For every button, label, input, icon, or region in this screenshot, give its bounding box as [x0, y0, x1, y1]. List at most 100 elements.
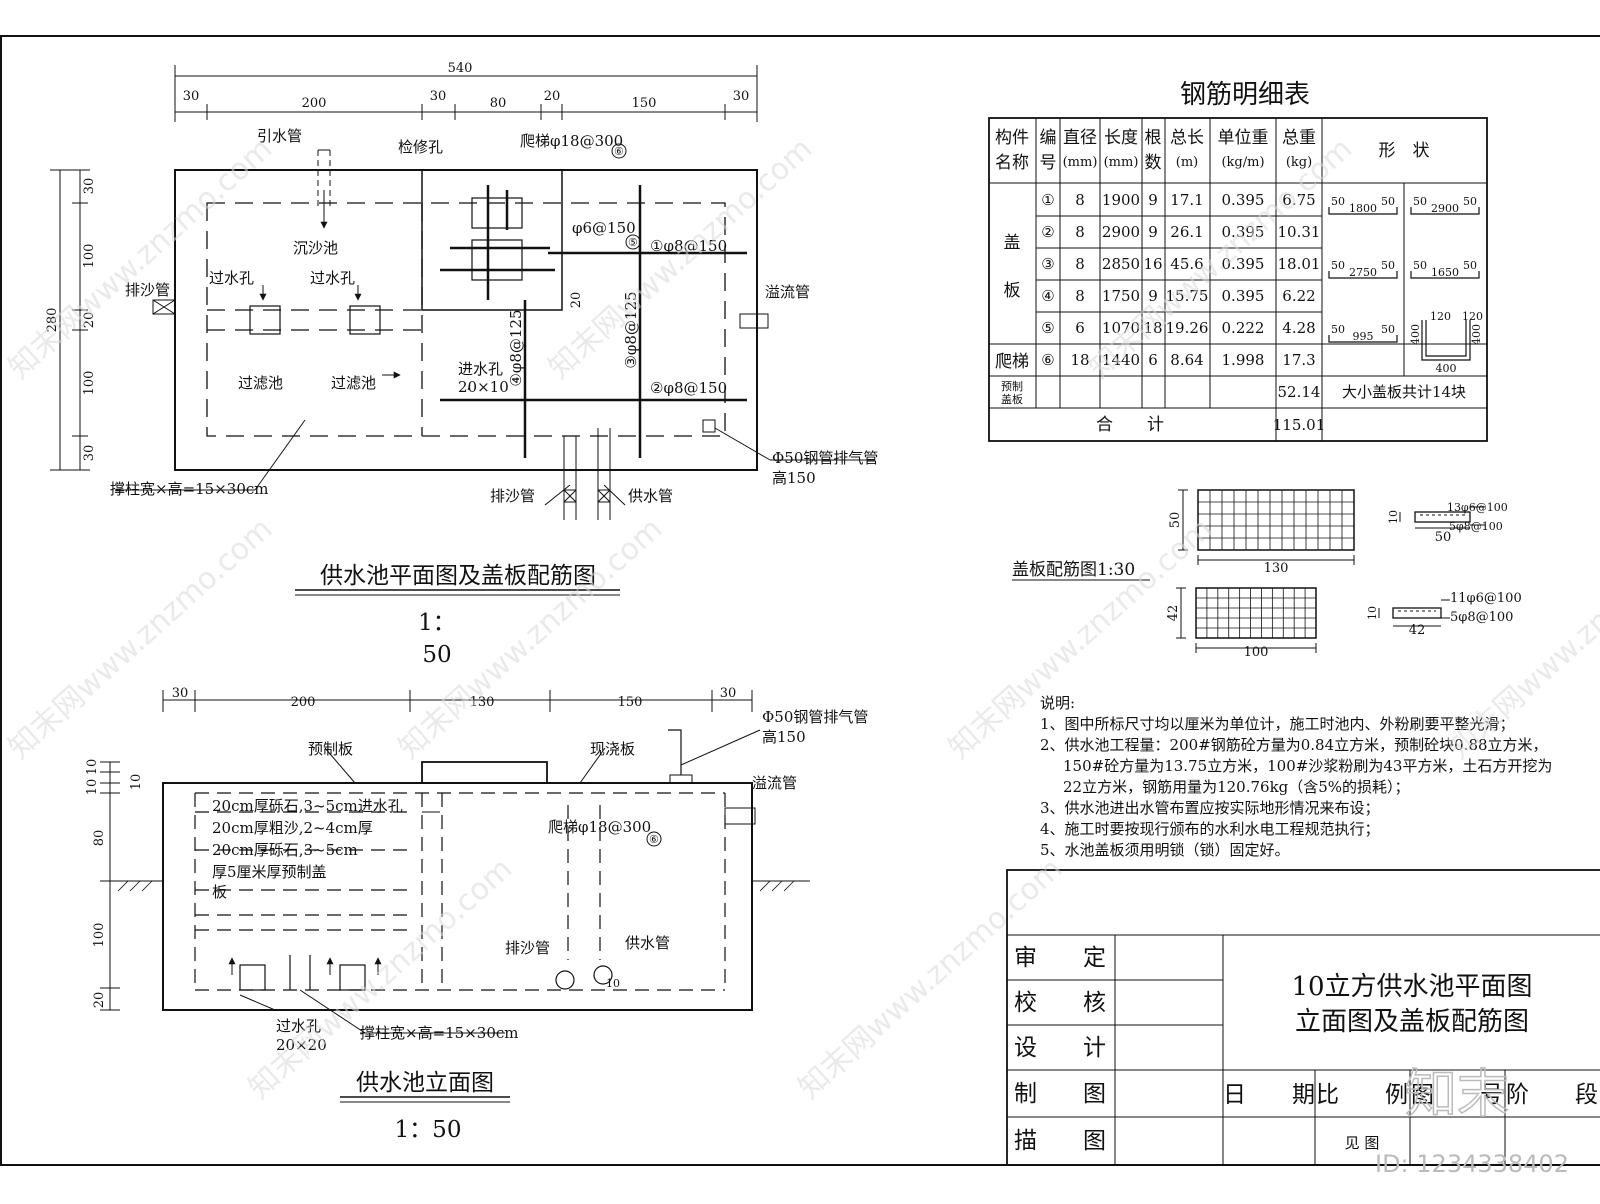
elev-dim: 20 [92, 992, 107, 1009]
elev-ladder-label: 爬梯φ18@300 [548, 818, 651, 836]
vent-pipe-label: Φ50钢管排气管 [772, 449, 878, 467]
table-cell-d: 6 [1075, 319, 1085, 337]
manhole-label: 检修孔 [398, 138, 443, 156]
plan-title: 供水池平面图及盖板配筋图 [320, 563, 596, 589]
group-cover: 板 [1004, 281, 1021, 301]
filter-tank-label: 过滤池 [331, 374, 376, 392]
small-slab-width: 100 [1244, 645, 1269, 660]
plan-dim: 80 [490, 96, 507, 111]
table-cell-d: 8 [1075, 255, 1085, 273]
table-cell-unit: 0.222 [1222, 319, 1265, 337]
role-approve: 审 定 [1014, 945, 1106, 971]
elev-dim: 10 [85, 759, 100, 776]
column-label: 撑柱宽×高=15×30cm [110, 480, 269, 498]
notes-title: 说明: [1040, 694, 1075, 712]
plan-dim: 150 [632, 96, 657, 111]
table-cell-no: ③ [1041, 255, 1054, 273]
table-header: (mm) [1104, 155, 1139, 170]
plan-dim-height: 280 [45, 308, 60, 333]
elev-overflow-label: 溢流管 [752, 774, 797, 792]
elev-dim: 80 [92, 830, 107, 847]
shape-dim: 50 [1381, 195, 1395, 208]
small-slab-top-bar: 11φ6@100 [1450, 591, 1522, 606]
table-cell-weight: 18.01 [1278, 255, 1321, 273]
rebar-table [988, 117, 1488, 442]
plan-dim: 30 [82, 178, 97, 195]
note-line: 5、水池盖板须用明锁（锁）固定好。 [1040, 841, 1290, 859]
table-cell-n: 9 [1148, 191, 1158, 209]
table-header: 号 [1040, 153, 1057, 173]
table-header: 构件 [995, 128, 1029, 148]
table-cell-len: 2900 [1102, 223, 1140, 241]
title-block [1006, 869, 1600, 1166]
watermark-text: 知末网www.znzmo.com [1442, 511, 1600, 766]
layer-label: 20cm厚砾石,3~5cm [212, 841, 358, 859]
drawing-title-line2: 立面图及盖板配筋图 [1295, 1007, 1529, 1037]
shape-dim: 120 [1430, 310, 1451, 323]
precast-slab-label: 预制板 [308, 740, 353, 758]
drawing-title-line1: 10立方供水池平面图 [1291, 972, 1532, 1002]
sum-weight: 115.01 [1273, 416, 1326, 434]
table-cell-len: 1750 [1102, 287, 1140, 305]
vent-pipe-height: 高150 [772, 469, 816, 487]
sand-pipe-bottom-label: 排沙管 [490, 487, 535, 505]
small-slab-section-width: 42 [1409, 623, 1426, 638]
group-ladder: 爬梯 [995, 352, 1029, 372]
note-line: 3、供水池进出水管布置应按实际地形情况来布设； [1040, 799, 1380, 817]
table-cell-unit: 0.395 [1222, 255, 1265, 273]
plan-texts: 540 30 200 30 80 20 150 30 280 30 100 20… [45, 61, 878, 668]
note-line: 2、供水池工程量：200#钢筋砼方量为0.84立方米，预制砼块0.88立方米， [1040, 736, 1548, 754]
small-slab-bottom-bar: 5φ8@100 [1450, 610, 1513, 625]
table-cell-unit: 1.998 [1222, 351, 1265, 369]
note-line: 1、图中所标尺寸均以厘米为单位计，施工时池内、外粉刷要平整光滑； [1040, 715, 1515, 733]
small-slab-height: 42 [1166, 605, 1181, 622]
plan-dim: 30 [183, 89, 200, 104]
table-header: 根 [1145, 128, 1162, 148]
supply-pipe-label: 供水管 [628, 487, 673, 505]
stage-label: 阶 段 [1506, 1082, 1598, 1108]
sand-tank-label: 沉沙池 [293, 239, 338, 257]
inlet-hole-label: 进水孔 [458, 360, 503, 378]
shape-dim: 1800 [1349, 202, 1377, 215]
drawing-no-label: 图 号 [1411, 1082, 1503, 1108]
plan-dim: 200 [302, 96, 327, 111]
rebar-3-label: ③φ8@125 [622, 291, 640, 368]
table-cell-unit: 0.395 [1222, 287, 1265, 305]
shape-dim: 2900 [1431, 202, 1459, 215]
table-header: 总重 [1282, 128, 1316, 148]
table-cell-unit: 0.395 [1222, 223, 1265, 241]
layer-label: 20cm厚粗沙,2~4cm厚 [212, 819, 373, 837]
elevation-texts: 30 200 130 150 30 10 10 10 80 100 20 预制板… [85, 686, 868, 1143]
table-header: 直径 [1063, 128, 1097, 148]
role-check: 校 核 [1014, 990, 1106, 1016]
elev-hole-size: 20×20 [276, 1036, 327, 1054]
table-cell-n: 16 [1143, 255, 1162, 273]
small-slab-thickness: 10 [1366, 606, 1379, 620]
date-label: 日 期 [1223, 1082, 1315, 1108]
table-cell-no: ④ [1041, 287, 1054, 305]
big-slab-thickness: 10 [1387, 510, 1400, 524]
rebar-1-label: ①φ8@150 [650, 237, 727, 255]
layer-label: 厚5厘米厚预制盖 [212, 863, 327, 881]
table-header: 长度 [1104, 128, 1138, 148]
title-block-texts: 审 定 校 核 设 计 制 图 描 图 10立方供水池平面图 立面图及盖板配筋图… [1014, 945, 1598, 1154]
sand-pipe-label: 排沙管 [125, 281, 170, 299]
plan-dim: 100 [82, 244, 97, 269]
elev-dim: 150 [618, 695, 643, 710]
shape-dim: 2750 [1349, 266, 1377, 279]
flow-hole-label: 过水孔 [209, 269, 254, 287]
shape-dims: 50 1800 50 50 2900 50 50 2750 50 50 1650… [1331, 195, 1483, 375]
table-header: (mm) [1063, 155, 1098, 170]
plan-dim: 30 [430, 89, 447, 104]
elev-dim: 30 [720, 686, 737, 701]
table-cell-total: 15.75 [1166, 287, 1209, 305]
table-header: (kg) [1286, 155, 1312, 170]
precast-weight: 52.14 [1278, 383, 1321, 401]
table-header: 单位重 [1218, 128, 1269, 148]
shape-dim: 400 [1409, 324, 1422, 345]
rebar-2-label: ②φ8@150 [650, 379, 727, 397]
elev-supply-pipe-label: 供水管 [625, 934, 670, 952]
